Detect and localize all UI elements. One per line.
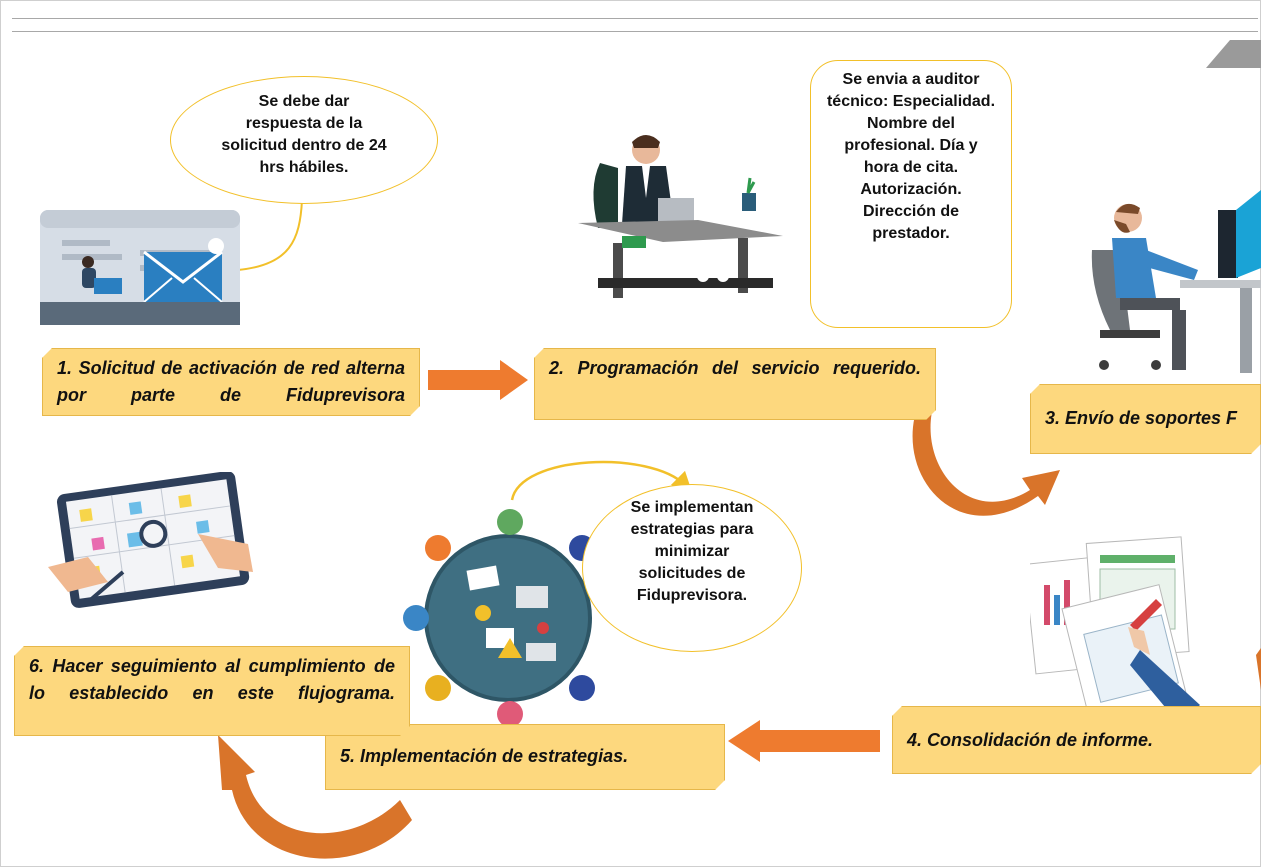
step-1-box: 1. Solicitud de activación de red altern… (42, 348, 420, 416)
note-3-text: Se implementan estrategias para minimiza… (630, 499, 754, 604)
step-5-label: 5. Implementación de estrategias. (340, 746, 629, 766)
step-3-box: 3. Envío de soportes F (1030, 384, 1261, 454)
office-worker-icon (578, 135, 783, 298)
computer-user-icon (1091, 190, 1261, 373)
note-1-bubble: Se debe dar respuesta de la solicitud de… (170, 76, 438, 204)
note-2-text: Se envia a auditor técnico: Especialidad… (826, 71, 996, 242)
arrow-5-to-6 (218, 735, 412, 859)
note-1-text: Se debe dar respuesta de la solicitud de… (221, 93, 387, 176)
note-2-bubble: Se envia a auditor técnico: Especialidad… (810, 60, 1012, 328)
planning-tablet-icon (48, 472, 253, 608)
step-4-box: 4. Consolidación de informe. (892, 706, 1261, 774)
header-rule (12, 18, 1258, 19)
step-1-label: 1. Solicitud de activación de red altern… (57, 358, 405, 405)
arrow-1-to-2 (428, 360, 528, 400)
step-4-label: 4. Consolidación de informe. (907, 730, 1154, 750)
arrow-2-to-3 (912, 400, 1060, 516)
corner-shape (1206, 40, 1261, 68)
note-1-connector (237, 199, 303, 271)
header-rule (12, 31, 1258, 32)
step-6-label: 6. Hacer seguimiento al cumplimiento de … (29, 656, 395, 703)
note-3-bubble: Se implementan estrategias para minimiza… (582, 484, 802, 652)
meeting-table-icon (403, 509, 595, 727)
email-icon (40, 210, 240, 325)
note-3-connector (510, 460, 693, 501)
arrow-3-to-4 (1256, 648, 1261, 690)
step-2-box: 2. Programación del servicio requerido. (534, 348, 936, 420)
step-2-label: 2. Programación del servicio requerido. (549, 358, 921, 378)
report-writing-icon (1030, 536, 1200, 725)
arrow-4-to-5 (728, 720, 880, 762)
step-6-box: 6. Hacer seguimiento al cumplimiento de … (14, 646, 410, 736)
step-3-label: 3. Envío de soportes F (1045, 408, 1238, 428)
